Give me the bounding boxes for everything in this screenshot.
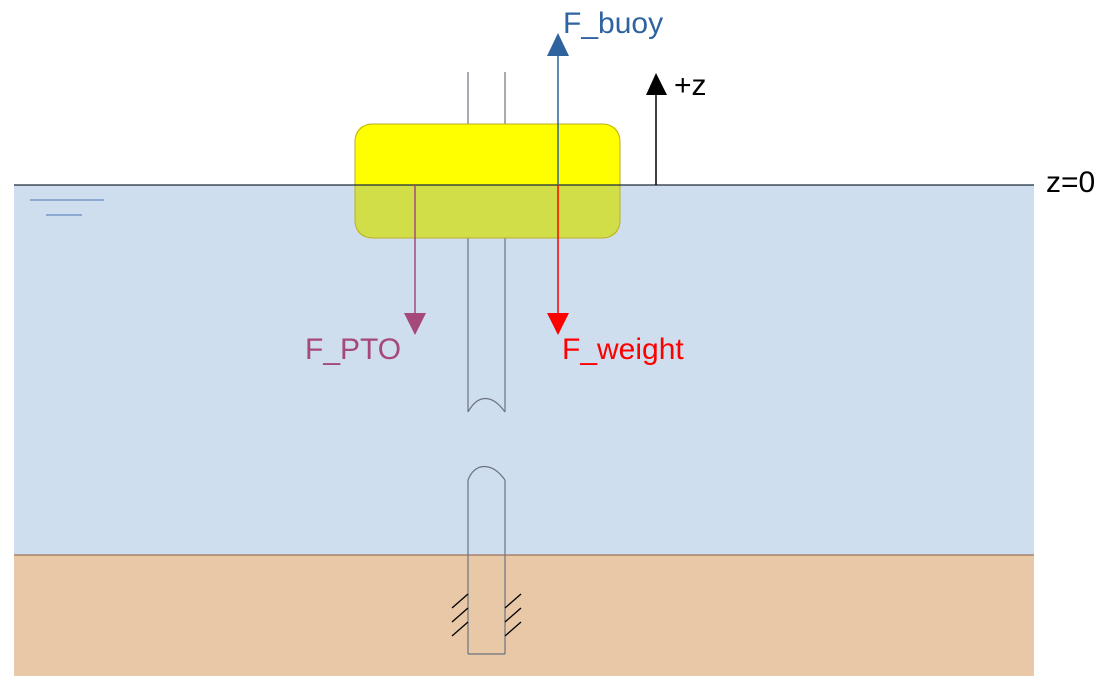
buoy-outline — [354, 123, 621, 239]
f-weight-label: F_weight — [562, 333, 684, 366]
f-pto-label: F_PTO — [305, 333, 401, 366]
pile-fixity-hatching — [451, 593, 522, 637]
water-level-symbol — [30, 199, 104, 216]
f-buoy-arrow — [547, 33, 569, 185]
water-region — [14, 185, 1034, 555]
buoy-submerged — [355, 185, 620, 238]
pile-lower-segment — [467, 465, 506, 655]
z-axis-arrow — [646, 73, 667, 185]
seabed-region — [14, 555, 1034, 676]
z-zero-label: z=0 — [1046, 166, 1095, 199]
f-pto-arrow — [404, 185, 426, 335]
f-weight-arrow — [547, 185, 569, 335]
f-buoy-label: F_buoy — [563, 7, 663, 40]
z-axis-label: +z — [674, 69, 707, 102]
buoy-above-water — [355, 124, 620, 185]
